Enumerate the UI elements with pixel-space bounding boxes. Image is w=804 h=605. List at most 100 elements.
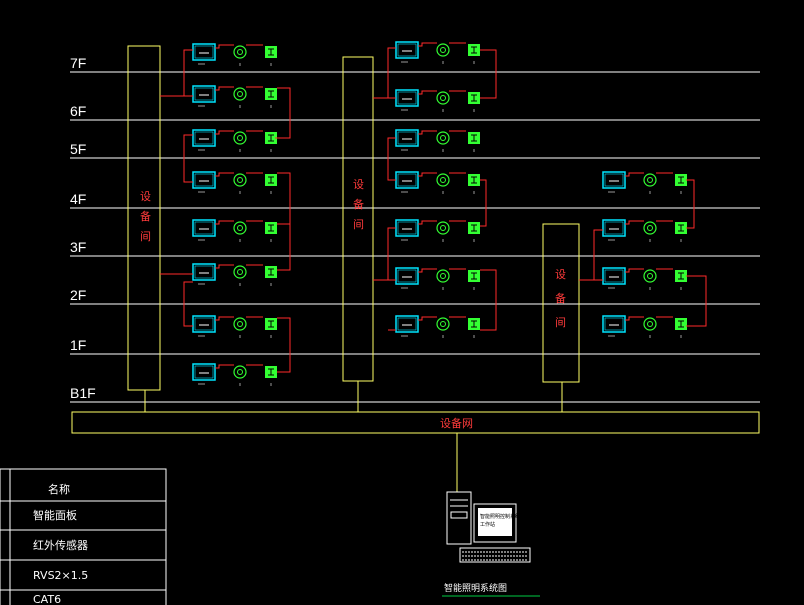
control-wiring	[160, 47, 707, 373]
infrared-sensor-icon	[436, 269, 450, 290]
switch-module-icon	[468, 318, 480, 338]
device-group	[192, 171, 277, 194]
smart-panel-icon	[192, 219, 216, 241]
device-group	[395, 267, 480, 290]
infrared-sensor-icon	[643, 317, 657, 338]
smart-panel-icon	[192, 363, 216, 385]
smart-panel-icon	[602, 219, 626, 241]
device-group	[602, 171, 687, 194]
floor-label: 5F	[70, 141, 86, 157]
computer-workstation-icon: 智能照明控制系统 工作站	[446, 491, 531, 563]
switch-module-icon	[468, 132, 480, 152]
smart-panel-icon	[395, 315, 419, 337]
infrared-sensor-icon	[436, 317, 450, 338]
smart-panel-icon	[192, 263, 216, 285]
workstation-screen-line-2: 工作站	[480, 521, 495, 528]
switch-module-icon	[265, 318, 277, 338]
riser-right-label-2: 备	[555, 291, 566, 305]
legend-header: 名称	[48, 482, 70, 496]
infrared-sensor-icon	[436, 173, 450, 194]
device-group	[395, 171, 480, 194]
workstation-caption: 智能照明系统图	[444, 582, 507, 594]
switch-module-icon	[265, 222, 277, 242]
infrared-sensor-icon	[233, 87, 247, 108]
smart-panel-icon	[602, 315, 626, 337]
smart-panel-icon	[192, 43, 216, 65]
smart-panel-icon	[395, 219, 419, 241]
infrared-sensor-icon	[233, 45, 247, 66]
legend-row-2: 红外传感器	[33, 539, 88, 552]
riser-middle: 设 备 间	[342, 56, 374, 382]
riser-right: 设 备 间	[542, 223, 580, 383]
switch-module-icon	[468, 44, 480, 64]
riser-left-label-2: 备	[140, 209, 151, 223]
floor-label: 6F	[70, 103, 86, 119]
switch-module-icon	[675, 174, 687, 194]
workstation-screen-line-1: 智能照明控制系统	[480, 513, 520, 520]
switch-module-icon	[265, 46, 277, 66]
device-groups	[192, 41, 687, 386]
switch-module-icon	[265, 366, 277, 386]
riser-left-label-3: 间	[140, 230, 151, 243]
smart-panel-icon	[395, 89, 419, 111]
smart-panel-icon	[192, 315, 216, 337]
device-group	[395, 89, 480, 112]
floor-label: 4F	[70, 191, 86, 207]
smart-panel-icon	[192, 129, 216, 151]
infrared-sensor-icon	[436, 131, 450, 152]
device-group	[395, 315, 480, 338]
smart-panel-icon	[395, 129, 419, 151]
switch-module-icon	[468, 222, 480, 242]
floor-label: 2F	[70, 287, 86, 303]
device-group	[395, 219, 480, 242]
riser-middle-label-2: 备	[353, 197, 364, 211]
smart-panel-icon	[395, 41, 419, 63]
device-group	[395, 129, 480, 152]
riser-left: 设 备 间	[127, 45, 161, 391]
smart-panel-icon	[192, 85, 216, 107]
device-group	[192, 129, 277, 152]
device-group	[192, 85, 277, 108]
floor-label: B1F	[70, 385, 96, 401]
bus-bar: 设备网	[71, 381, 760, 492]
infrared-sensor-icon	[233, 365, 247, 386]
device-group	[602, 267, 687, 290]
infrared-sensor-icon	[233, 265, 247, 286]
floor-lines	[70, 71, 760, 403]
riser-middle-label-1: 设	[353, 178, 364, 191]
infrared-sensor-icon	[643, 221, 657, 242]
switch-module-icon	[265, 88, 277, 108]
switch-module-icon	[468, 174, 480, 194]
device-group	[192, 363, 277, 386]
infrared-sensor-icon	[643, 173, 657, 194]
infrared-sensor-icon	[233, 173, 247, 194]
device-group	[192, 315, 277, 338]
device-group	[192, 43, 277, 66]
switch-module-icon	[265, 132, 277, 152]
legend-table: 名称 智能面板 红外传感器 RVS2×1.5 CAT6	[0, 468, 167, 605]
legend-row-3: RVS2×1.5	[33, 569, 88, 582]
infrared-sensor-icon	[233, 131, 247, 152]
infrared-sensor-icon	[233, 221, 247, 242]
legend-row-1: 智能面板	[33, 508, 77, 522]
riser-right-label-1: 设	[555, 268, 566, 281]
smart-panel-icon	[602, 267, 626, 289]
bus-bar-label: 设备网	[440, 416, 473, 430]
device-group	[602, 315, 687, 338]
legend-row-4: CAT6	[33, 593, 61, 605]
smart-panel-icon	[602, 171, 626, 193]
floor-label: 1F	[70, 337, 86, 353]
riser-right-label-3: 间	[555, 316, 566, 329]
switch-module-icon	[675, 222, 687, 242]
switch-module-icon	[675, 270, 687, 290]
device-group	[192, 219, 277, 242]
switch-module-icon	[265, 266, 277, 286]
smart-panel-icon	[395, 171, 419, 193]
smart-panel-icon	[395, 267, 419, 289]
infrared-sensor-icon	[436, 91, 450, 112]
switch-module-icon	[265, 174, 277, 194]
device-group	[602, 219, 687, 242]
infrared-sensor-icon	[436, 43, 450, 64]
